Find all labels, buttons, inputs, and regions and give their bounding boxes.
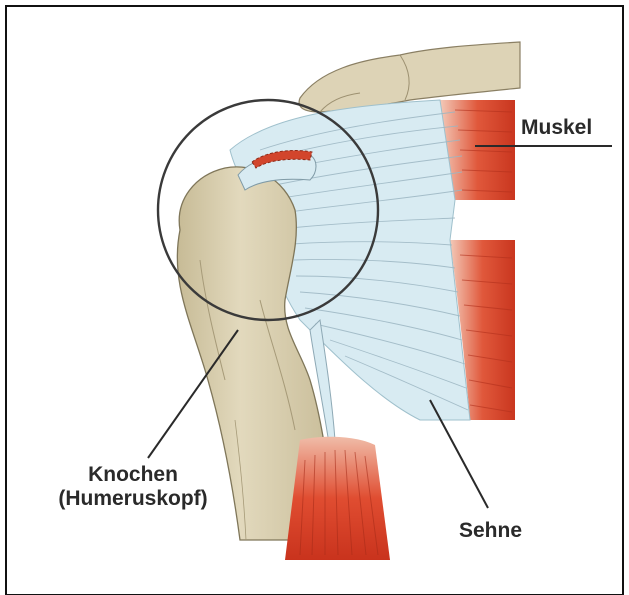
label-knochen: Knochen (Humeruskopf) [38, 463, 228, 511]
label-sehne: Sehne [459, 519, 522, 543]
label-knochen-line2: (Humeruskopf) [38, 487, 228, 511]
label-muskel: Muskel [521, 116, 592, 140]
label-knochen-line1: Knochen [38, 463, 228, 487]
